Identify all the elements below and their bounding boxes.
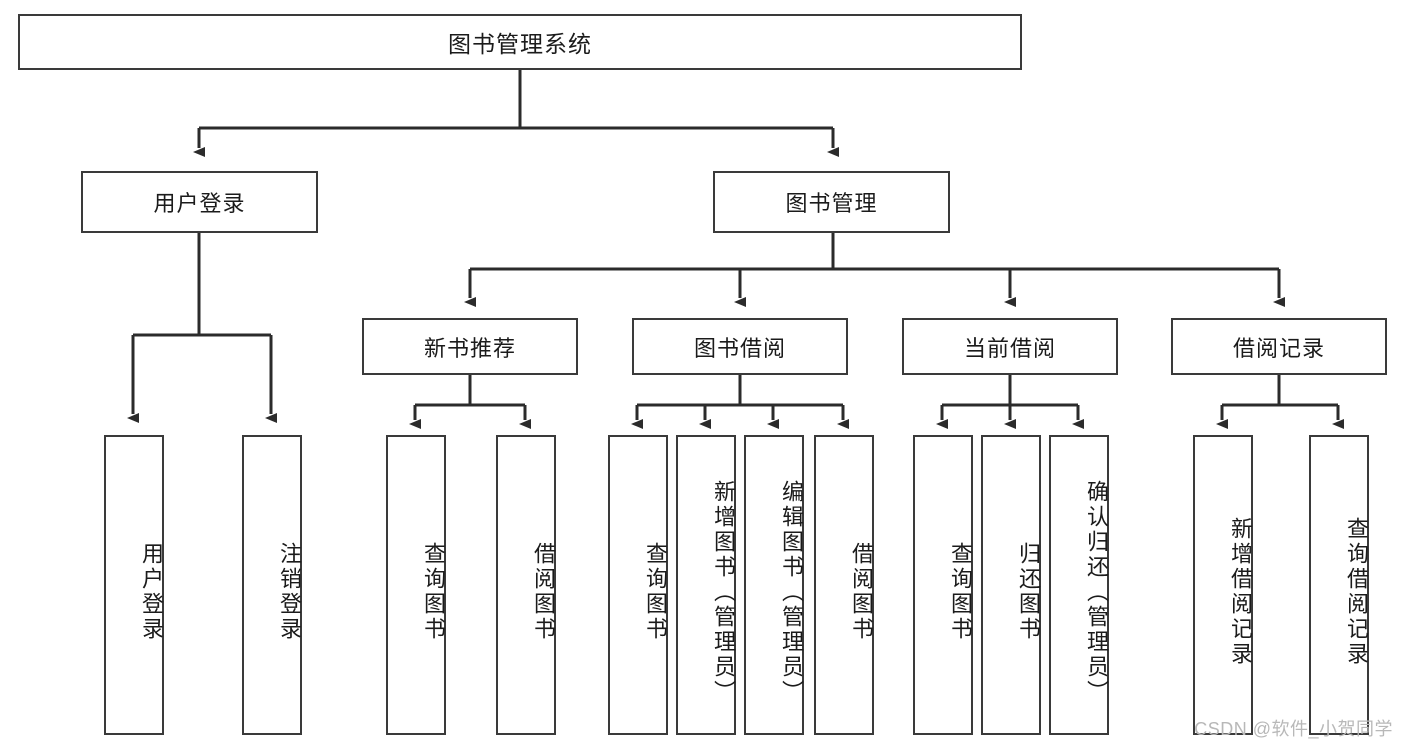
leaf-label: 借阅图书 [849, 542, 874, 642]
leaf-book-borrow-borrow-book[interactable]: 借阅图书 [814, 435, 874, 735]
leaf-label: 查询图书 [948, 542, 973, 642]
node-root-book-management-system[interactable]: 图书管理系统 [18, 14, 1022, 70]
watermark: CSDN @软件_小贺同学 [1194, 719, 1393, 739]
leaf-book-borrow-edit-book-admin[interactable]: 编辑图书（管理员） [744, 435, 804, 735]
leaf-borrow-record-query-record[interactable]: 查询借阅记录 [1309, 435, 1369, 735]
leaf-current-borrow-query-book[interactable]: 查询图书 [913, 435, 973, 735]
leaf-borrow-record-add-record[interactable]: 新增借阅记录 [1193, 435, 1253, 735]
leaf-current-borrow-confirm-return-admin[interactable]: 确认归还（管理员） [1049, 435, 1109, 735]
leaf-label: 确认归还（管理员） [1084, 479, 1109, 705]
leaf-current-borrow-return-book[interactable]: 归还图书 [981, 435, 1041, 735]
leaf-label: 新增借阅记录 [1228, 517, 1253, 667]
leaf-label: 用户登录 [139, 542, 164, 642]
node-new-book-recommend[interactable]: 新书推荐 [362, 318, 578, 375]
leaf-label: 查询借阅记录 [1344, 517, 1369, 667]
leaf-user-login-logout[interactable]: 注销登录 [242, 435, 302, 735]
leaf-label: 借阅图书 [531, 542, 556, 642]
leaf-book-borrow-query-book[interactable]: 查询图书 [608, 435, 668, 735]
leaf-label: 归还图书 [1016, 542, 1041, 642]
leaf-new-book-borrow-book[interactable]: 借阅图书 [496, 435, 556, 735]
node-borrow-record[interactable]: 借阅记录 [1171, 318, 1387, 375]
node-current-borrow[interactable]: 当前借阅 [902, 318, 1118, 375]
leaf-label: 编辑图书（管理员） [779, 479, 804, 705]
leaf-label: 查询图书 [421, 542, 446, 642]
leaf-new-book-query-book[interactable]: 查询图书 [386, 435, 446, 735]
leaf-label: 新增图书（管理员） [711, 479, 736, 705]
node-user-login[interactable]: 用户登录 [81, 171, 318, 233]
leaf-label: 注销登录 [277, 542, 302, 642]
leaf-book-borrow-add-book-admin[interactable]: 新增图书（管理员） [676, 435, 736, 735]
leaf-label: 查询图书 [643, 542, 668, 642]
node-book-management[interactable]: 图书管理 [713, 171, 950, 233]
node-book-borrow[interactable]: 图书借阅 [632, 318, 848, 375]
leaf-user-login-login[interactable]: 用户登录 [104, 435, 164, 735]
